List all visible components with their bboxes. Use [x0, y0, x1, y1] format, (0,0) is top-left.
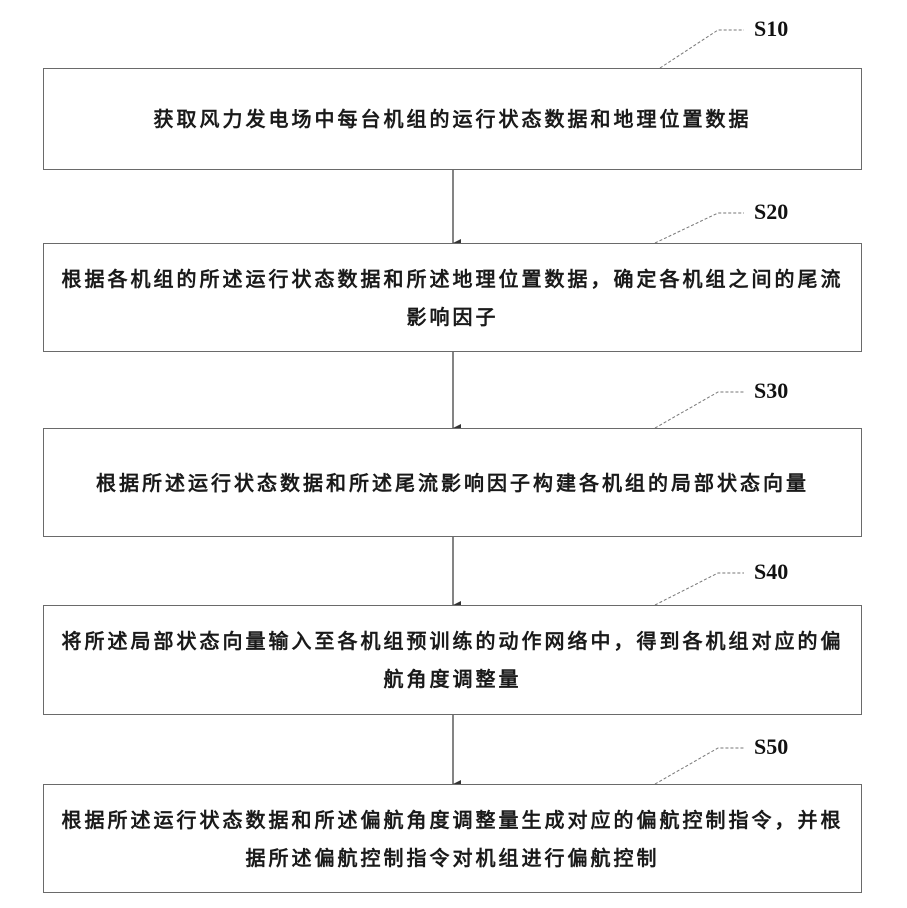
leader-line-s50 — [655, 748, 744, 784]
step-label-s20: S20 — [754, 199, 788, 225]
step-text-s20: 根据各机组的所述运行状态数据和所述地理位置数据，确定各机组之间的尾流影响因子 — [60, 260, 845, 336]
step-box-s50: 根据所述运行状态数据和所述偏航角度调整量生成对应的偏航控制指令，并根据所述偏航控… — [43, 784, 862, 893]
leader-line-s20 — [655, 213, 744, 243]
step-box-s40: 将所述局部状态向量输入至各机组预训练的动作网络中，得到各机组对应的偏航角度调整量 — [43, 605, 862, 715]
step-box-s30: 根据所述运行状态数据和所述尾流影响因子构建各机组的局部状态向量 — [43, 428, 862, 537]
leader-line-s40 — [655, 573, 744, 605]
step-text-s40: 将所述局部状态向量输入至各机组预训练的动作网络中，得到各机组对应的偏航角度调整量 — [60, 622, 845, 698]
step-text-s50: 根据所述运行状态数据和所述偏航角度调整量生成对应的偏航控制指令，并根据所述偏航控… — [60, 801, 845, 877]
step-label-s30: S30 — [754, 378, 788, 404]
leader-line-s10 — [660, 30, 744, 68]
leader-line-s30 — [655, 392, 744, 428]
step-label-s10: S10 — [754, 16, 788, 42]
step-box-s20: 根据各机组的所述运行状态数据和所述地理位置数据，确定各机组之间的尾流影响因子 — [43, 243, 862, 352]
step-box-s10: 获取风力发电场中每台机组的运行状态数据和地理位置数据 — [43, 68, 862, 170]
step-text-s30: 根据所述运行状态数据和所述尾流影响因子构建各机组的局部状态向量 — [96, 464, 809, 502]
step-text-s10: 获取风力发电场中每台机组的运行状态数据和地理位置数据 — [154, 100, 752, 138]
step-label-s50: S50 — [754, 734, 788, 760]
step-label-s40: S40 — [754, 559, 788, 585]
